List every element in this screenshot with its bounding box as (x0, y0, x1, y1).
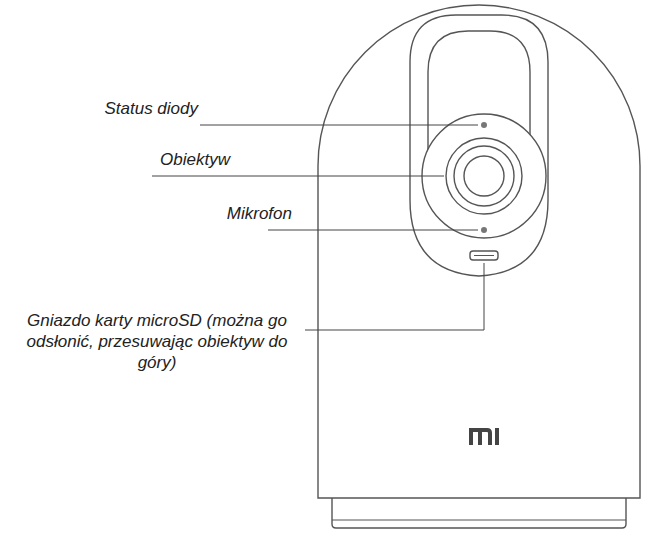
sd-slot-line (474, 255, 494, 256)
leader-line (200, 125, 478, 126)
mi-logo-m (469, 428, 492, 445)
leader-line (268, 230, 478, 231)
front-panel (410, 15, 548, 276)
base-line (332, 520, 626, 521)
sd-slot (470, 251, 498, 260)
camera-body (318, 5, 640, 498)
part-label: Gniazdo karty microSD (można go odsłonić… (12, 310, 302, 373)
lens-inner-ring (454, 146, 514, 206)
leader-line (305, 263, 484, 330)
microphone-hole (481, 227, 487, 233)
status-led (481, 122, 487, 128)
camera-base (332, 498, 626, 528)
mi-logo-i (495, 428, 499, 445)
lens-glass (464, 156, 504, 196)
mi-logo (469, 428, 499, 445)
leader-line (152, 176, 444, 177)
part-label: Status diody (104, 98, 198, 119)
part-label: Obiektyw (160, 149, 230, 170)
part-label: Mikrofon (227, 203, 292, 224)
lens-ring (446, 138, 522, 214)
